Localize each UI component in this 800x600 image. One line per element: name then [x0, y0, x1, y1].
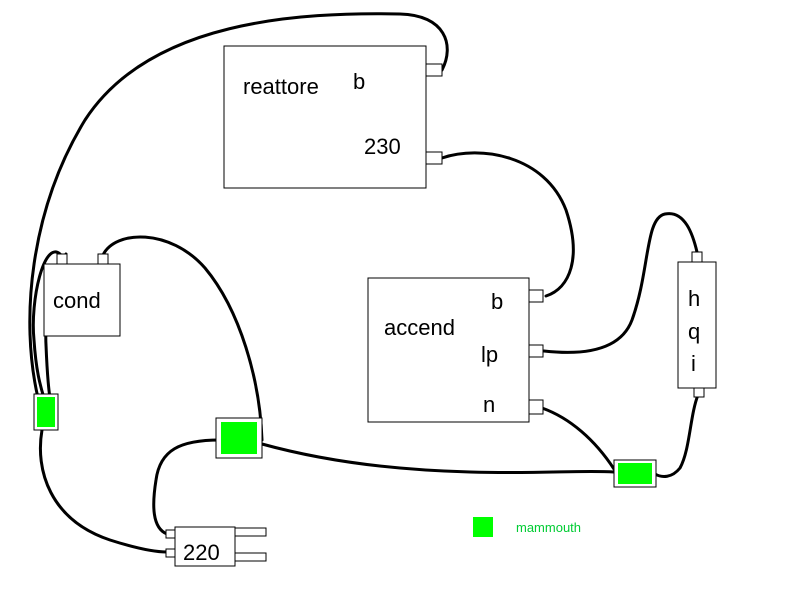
plug-220: 220: [165, 526, 267, 567]
accend-box: accend b lp n: [367, 277, 544, 423]
cond-pin-left-terminal: [56, 253, 68, 265]
reattore-pin-b-label: b: [353, 69, 365, 94]
reattore-outline: [223, 45, 427, 189]
wire-reattore-b-to-side-connector: [28, 12, 449, 400]
connector-side-left: [33, 393, 59, 431]
hqi-lamp: h q i: [677, 251, 717, 398]
plug-pin-bottom-terminal: [165, 548, 176, 558]
wire-cond-to-side-connector: [31, 250, 62, 400]
wire-accend-lp-to-hqi-top: [542, 212, 699, 354]
reattore-box: reattore b 230: [223, 45, 443, 189]
plug-prong-bottom: [233, 552, 267, 562]
accend-pin-n-label: n: [483, 392, 495, 417]
accend-outline: [367, 277, 530, 423]
hqi-pin-i-label: i: [691, 351, 696, 376]
accend-pin-b-terminal: [528, 289, 544, 303]
hqi-outline: [677, 261, 717, 389]
plug-pin-top-terminal: [165, 529, 176, 539]
legend-label: mammouth: [516, 520, 581, 535]
reattore-pin-b-terminal: [425, 63, 443, 77]
hqi-pin-bottom-terminal: [693, 387, 705, 398]
wire-accend-n-to-connector: [540, 406, 616, 471]
accend-pin-lp-terminal: [528, 344, 544, 358]
wire-center-to-right-connector: [260, 442, 616, 475]
cond-title: cond: [53, 288, 101, 313]
wires: [28, 12, 700, 554]
legend: mammouth: [473, 517, 581, 537]
wire-side-connector-to-plug: [38, 428, 169, 554]
cond-pin-right-terminal: [97, 253, 109, 265]
reattore-title: reattore: [243, 74, 319, 99]
plug-body: [174, 526, 236, 567]
accend-pin-b-label: b: [491, 289, 503, 314]
cond-box: cond: [43, 253, 121, 337]
reattore-pin-230-label: 230: [364, 134, 401, 159]
wire-hqi-bottom-to-connector: [653, 393, 700, 478]
accend-pin-n-terminal: [528, 399, 544, 415]
legend-swatch: [473, 517, 493, 537]
wire-cond-to-center-connector: [101, 235, 264, 442]
accend-pin-lp-label: lp: [481, 342, 498, 367]
plug-title: 220: [183, 540, 220, 565]
wire-center-connector-to-plug: [152, 438, 222, 536]
plug-prong-top: [233, 527, 267, 537]
accend-title: accend: [384, 315, 455, 340]
hqi-pin-q-label: q: [688, 319, 700, 344]
connector-bottom-right: [613, 459, 657, 488]
cond-outline: [43, 263, 121, 337]
hqi-pin-h-label: h: [688, 286, 700, 311]
wire-reattore-230-to-accend-b: [440, 151, 575, 298]
connector-center: [215, 417, 263, 459]
reattore-pin-230-terminal: [425, 151, 443, 165]
hqi-pin-top-terminal: [691, 251, 703, 263]
